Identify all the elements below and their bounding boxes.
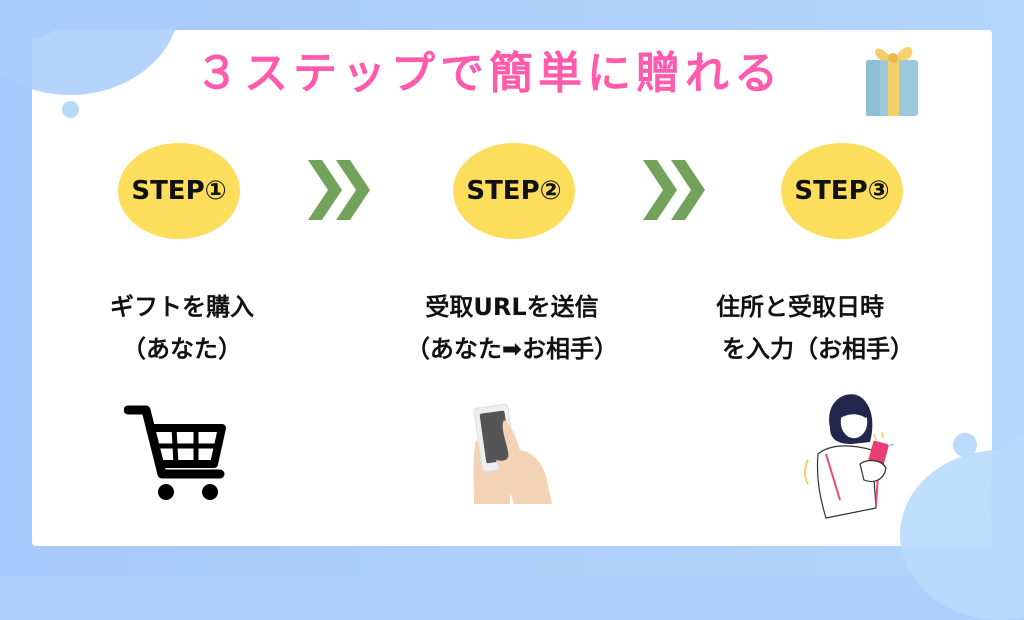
step-3-badge: STEP③ <box>781 143 903 239</box>
step-1-description: ギフトを購入 （あなた） <box>62 286 302 370</box>
step-1-line1: ギフトを購入 <box>110 293 254 321</box>
step-2-badge: STEP② <box>453 143 575 239</box>
woman-smartphone-icon <box>804 394 895 519</box>
step-1-badge: STEP① <box>118 143 240 239</box>
hand-smartphone-icon <box>473 403 552 504</box>
double-chevron-right-icon <box>643 160 705 220</box>
step-1-line2: （あなた） <box>122 335 242 363</box>
step-2-line1: 受取URLを送信 <box>425 293 599 321</box>
double-chevron-right-icon <box>308 160 370 220</box>
gift-box-icon <box>866 46 918 116</box>
step-3-description: 住所と受取日時 を入力（お相手） <box>704 286 986 370</box>
step-2-description: 受取URLを送信 （あなた➡お相手） <box>362 286 662 370</box>
decorative-dot <box>62 101 79 118</box>
step-3-line1: 住所と受取日時 <box>716 293 884 321</box>
step-2-line2: （あなた➡お相手） <box>405 335 619 363</box>
shopping-cart-icon <box>124 405 226 500</box>
decorative-dot <box>953 433 977 457</box>
step-3-line2: を入力（お相手） <box>722 335 914 363</box>
page-title: ３ステップで簡単に贈れる <box>195 48 783 99</box>
